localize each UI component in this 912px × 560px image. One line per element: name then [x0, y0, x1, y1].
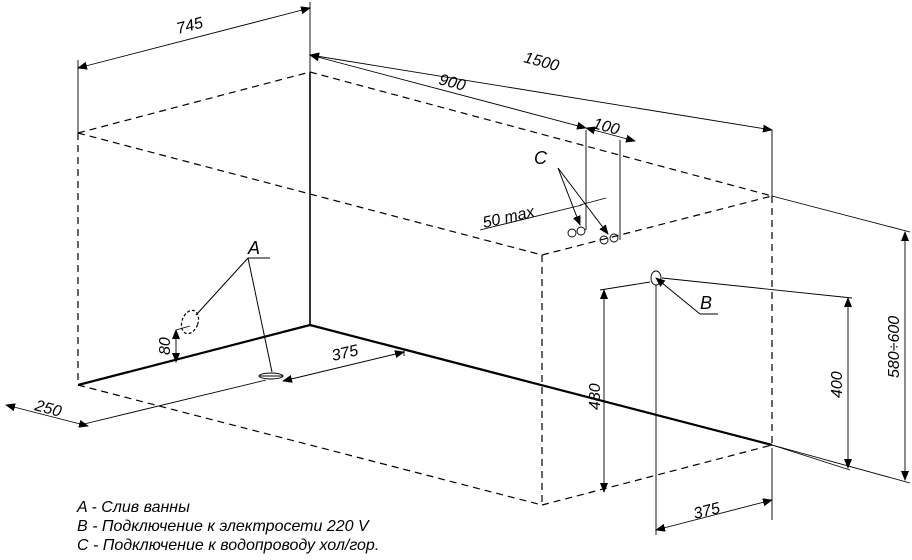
water-connection-c: C — [534, 148, 619, 245]
dim-50-max: 50 max — [479, 197, 607, 232]
dim-400-label: 400 — [829, 371, 846, 398]
dim-1500-label: 1500 — [522, 49, 561, 75]
dim-375-bottom: 375 — [655, 285, 773, 535]
dim-745-label: 745 — [175, 15, 205, 38]
dim-1500: 1500 — [309, 49, 773, 196]
dim-580-600: 580÷600 — [771, 195, 911, 484]
legend-item-b: B - Подключение к электросети 220 V — [77, 518, 369, 535]
dim-80-label: 80 — [157, 337, 174, 355]
dim-375-bottom-label: 375 — [692, 500, 722, 523]
dim-900: 900 — [309, 53, 587, 230]
dim-80: 80 — [157, 325, 191, 363]
marker-a-label: A — [247, 238, 260, 258]
legend-item-c: C - Подключение к водопроводу хол/гор. — [77, 537, 380, 554]
legend-item-a: A - Слив ванны — [77, 499, 190, 516]
dim-900-label: 900 — [437, 71, 467, 94]
marker-c-label: C — [534, 148, 548, 168]
dim-250-label: 250 — [32, 397, 63, 421]
dim-100-label: 100 — [591, 115, 621, 138]
dim-580-600-label: 580÷600 — [886, 316, 903, 378]
dim-375-floor: 375 — [282, 342, 405, 383]
dim-745: 745 — [77, 2, 311, 133]
dim-480-label: 480 — [587, 383, 604, 410]
dim-375-floor-label: 375 — [330, 342, 360, 365]
legend: A - Слив ванны B - Подключение к электро… — [77, 498, 379, 555]
dim-50-max-label: 50 max — [481, 203, 537, 232]
electrical-connection-b: B — [650, 270, 718, 315]
dim-100: 100 — [585, 115, 636, 240]
drain-a: A — [180, 238, 284, 380]
dim-400: 400 — [661, 277, 853, 471]
wall-corner — [77, 72, 773, 447]
tub-outline — [77, 71, 773, 506]
dim-250: 250 — [5, 379, 267, 428]
dim-480: 480 — [587, 281, 651, 493]
marker-b-label: B — [700, 293, 712, 313]
